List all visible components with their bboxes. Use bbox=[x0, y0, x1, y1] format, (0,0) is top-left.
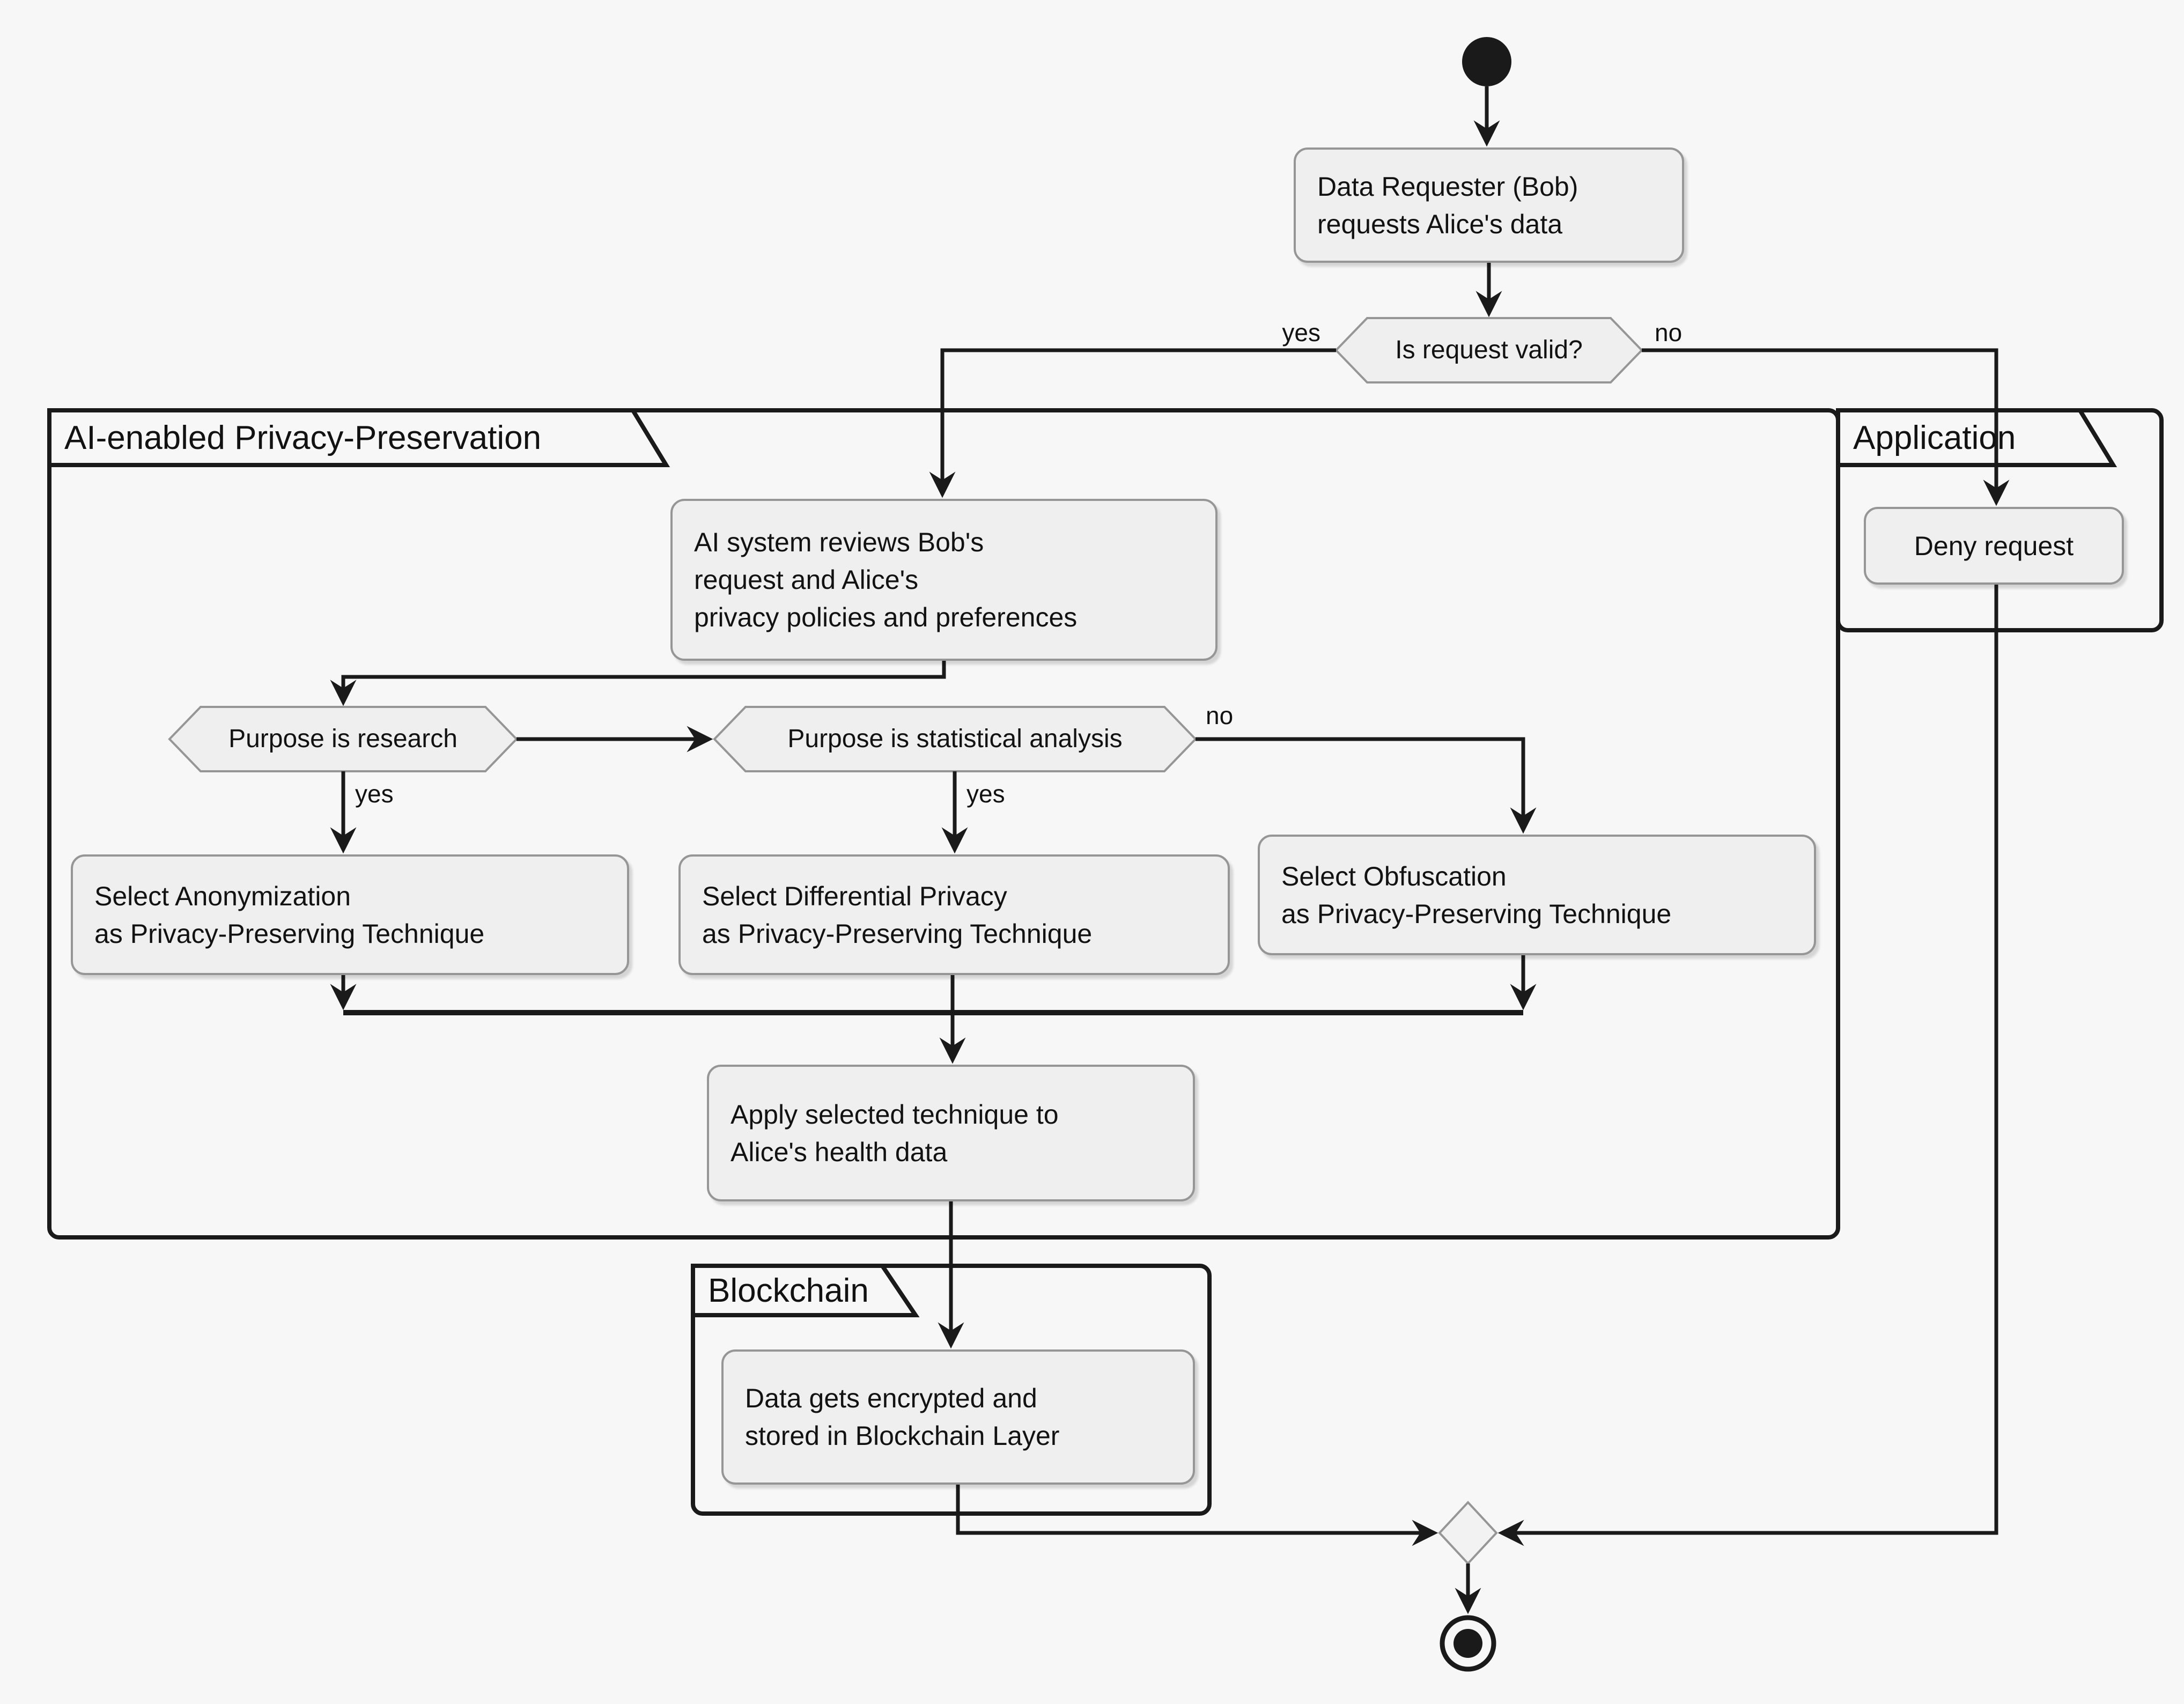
decision-purpose-statistical-shape bbox=[713, 706, 1197, 772]
action-store-blockchain-label: Data gets encrypted and stored in Blockc… bbox=[745, 1383, 1060, 1451]
action-select-anonymization-label: Select Anonymization as Privacy-Preservi… bbox=[94, 881, 485, 949]
end-node-ring bbox=[1440, 1615, 1496, 1672]
action-ai-review: AI system reviews Bob's request and Alic… bbox=[670, 499, 1218, 661]
start-node bbox=[1462, 37, 1511, 86]
edge-label-valid-yes: yes bbox=[1282, 319, 1320, 346]
action-deny-request-label: Deny request bbox=[1914, 530, 2074, 561]
flow-review-to-research bbox=[330, 661, 946, 706]
action-data-requester: Data Requester (Bob) requests Alice's da… bbox=[1294, 147, 1684, 263]
flow-statistical-no bbox=[1196, 737, 1537, 834]
edge-label-valid-no: no bbox=[1655, 319, 1683, 346]
partition-ai-title: AI-enabled Privacy-Preservation bbox=[64, 419, 542, 456]
action-apply-technique-label: Apply selected technique to Alice's heal… bbox=[731, 1099, 1059, 1167]
action-select-differential: Select Differential Privacy as Privacy-P… bbox=[678, 854, 1230, 975]
action-select-differential-label: Select Differential Privacy as Privacy-P… bbox=[702, 881, 1093, 949]
edge-label-statistical-no: no bbox=[1206, 702, 1234, 729]
flow-valid-no bbox=[1642, 348, 2010, 506]
partition-blockchain-tab bbox=[691, 1264, 920, 1317]
edge-label-research-yes: yes bbox=[355, 780, 394, 808]
decision-purpose-research-shape bbox=[168, 706, 518, 772]
partition-application-title: Application bbox=[1853, 419, 2016, 456]
flow-store-to-merge bbox=[956, 1485, 1438, 1546]
action-store-blockchain: Data gets encrypted and stored in Blockc… bbox=[721, 1349, 1195, 1485]
decision-purpose-research-label: Purpose is research bbox=[228, 725, 458, 753]
action-deny-request: Deny request bbox=[1864, 507, 2124, 585]
flow-deny-to-merge bbox=[1497, 585, 1998, 1546]
decision-purpose-statistical-label: Purpose is statistical analysis bbox=[787, 725, 1123, 753]
end-node-dot bbox=[1453, 1629, 1482, 1658]
edge-label-statistical-yes: yes bbox=[966, 780, 1005, 808]
action-apply-technique: Apply selected technique to Alice's heal… bbox=[707, 1065, 1195, 1201]
action-select-obfuscation-label: Select Obfuscation as Privacy-Preserving… bbox=[1281, 861, 1672, 929]
partition-ai-tab bbox=[47, 408, 670, 467]
flow-valid-yes bbox=[929, 348, 1336, 498]
partition-blockchain-title: Blockchain bbox=[708, 1272, 869, 1309]
partition-application-tab bbox=[1836, 408, 2117, 467]
decision-is-request-valid-label: Is request valid? bbox=[1395, 336, 1583, 364]
merge-diamond bbox=[1438, 1501, 1498, 1565]
action-select-anonymization: Select Anonymization as Privacy-Preservi… bbox=[71, 854, 629, 975]
action-data-requester-label: Data Requester (Bob) requests Alice's da… bbox=[1317, 171, 1578, 239]
action-select-obfuscation: Select Obfuscation as Privacy-Preserving… bbox=[1258, 835, 1816, 955]
action-ai-review-label: AI system reviews Bob's request and Alic… bbox=[694, 527, 1078, 632]
